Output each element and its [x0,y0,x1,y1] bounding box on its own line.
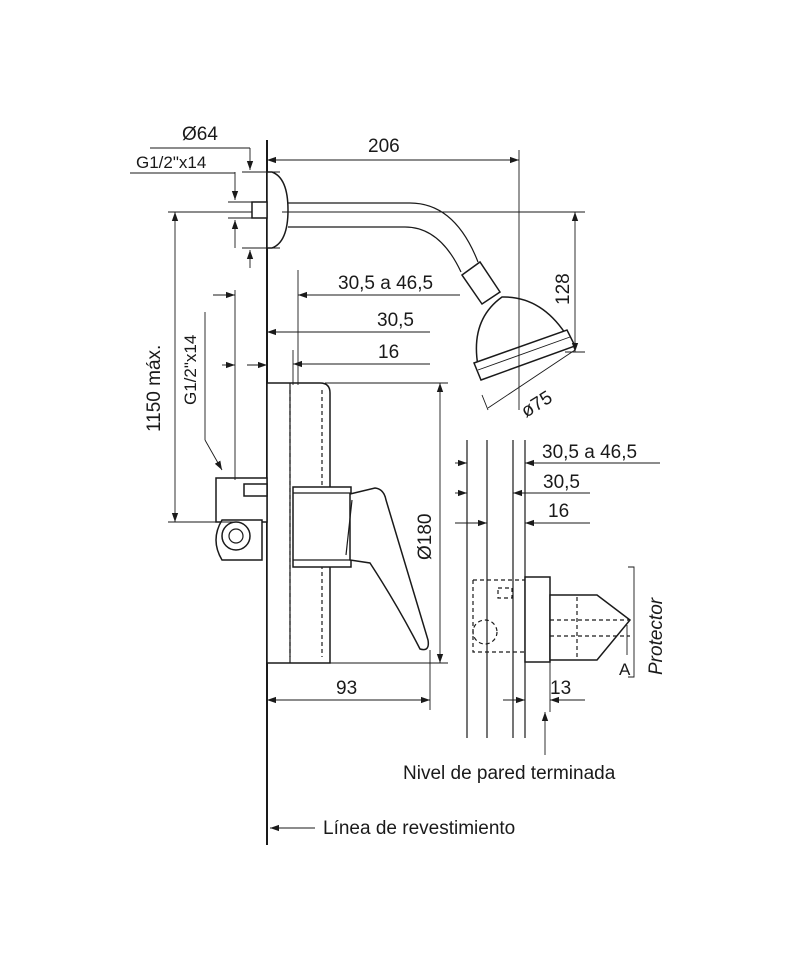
dim-30-5-left: 30,5 [377,310,414,331]
dim-d180: Ø180 [415,514,436,560]
label-point-a: A [619,660,631,679]
dim-30-5-right: 30,5 [543,472,580,493]
dim-206: 206 [368,136,400,157]
dim-d64: Ø64 [182,124,218,145]
label-protector: Protector [646,597,667,675]
dim-16-left: 16 [378,342,399,363]
dim-93: 93 [336,678,357,699]
dim-1150: 1150 máx. [144,345,165,432]
dim-thread-top: G1/2"x14 [136,153,206,172]
dim-range-left: 30,5 a 46,5 [338,273,433,294]
dim-128: 128 [553,273,574,305]
label-finished-wall: Nivel de pared terminada [403,763,616,784]
shower-assembly [251,171,577,381]
label-cladding-line: Línea de revestimiento [323,818,515,839]
dim-range-right: 30,5 a 46,5 [542,442,637,463]
dim-d75: ø75 [518,387,557,422]
dim-13: 13 [550,678,571,699]
dim-thread-side: G1/2"x14 [181,335,200,405]
dimension-lines [130,147,660,832]
side-section-view [466,440,635,738]
mixer-body [215,382,430,664]
dim-16-right: 16 [548,501,569,522]
